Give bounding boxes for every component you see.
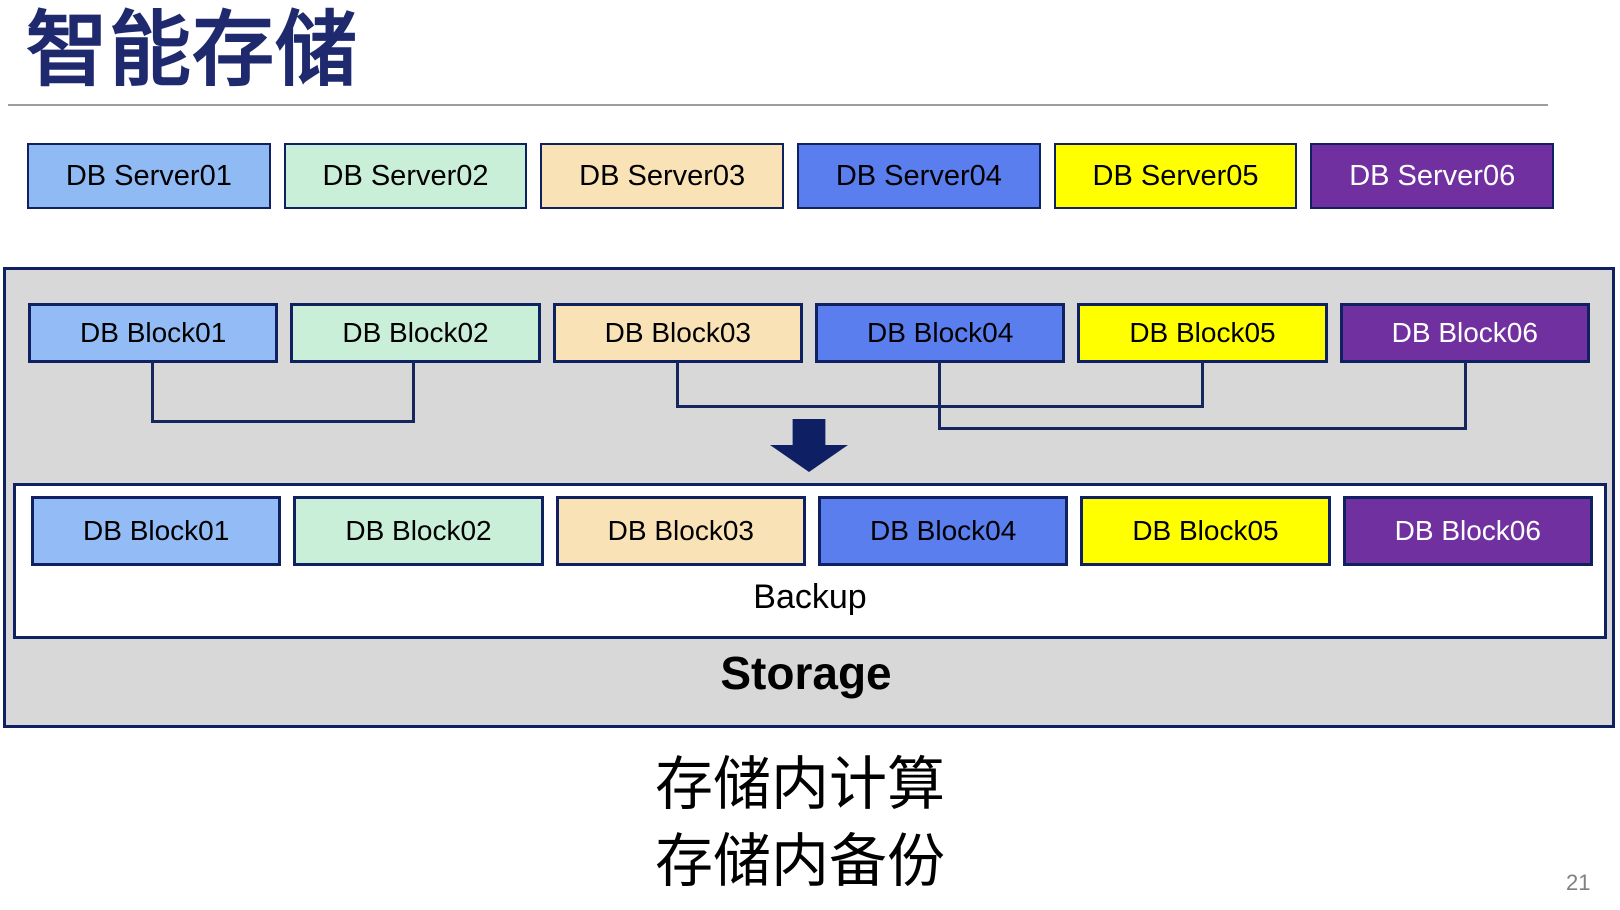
db-server-box: DB Server01 xyxy=(27,143,271,209)
slide-title: 智能存储 xyxy=(26,5,359,96)
caption-text: 存储内计算 存储内备份 xyxy=(655,746,945,900)
server-row: DB Server01 DB Server02 DB Server03 DB S… xyxy=(27,143,1555,209)
db-block-box: DB Block01 xyxy=(28,303,279,363)
backup-label: Backup xyxy=(753,578,867,616)
connector-block01-block02 xyxy=(151,361,415,423)
db-block-box: DB Block02 xyxy=(290,303,541,363)
db-block-box: DB Block04 xyxy=(814,303,1066,363)
db-server-box: DB Server02 xyxy=(283,143,528,209)
backup-box: DB Block01 DB Block02 DB Block03 DB Bloc… xyxy=(13,483,1607,639)
db-block-row-source: DB Block01 DB Block02 DB Block03 DB Bloc… xyxy=(28,303,1590,363)
db-block-box: DB Block01 xyxy=(31,496,282,566)
db-server-box: DB Server05 xyxy=(1053,143,1298,209)
db-block-box: DB Block03 xyxy=(555,496,806,566)
db-block-box: DB Block02 xyxy=(293,496,544,566)
caption-line-2: 存储内备份 xyxy=(655,829,946,894)
title-divider xyxy=(8,104,1548,106)
db-block-box: DB Block06 xyxy=(1342,496,1593,566)
storage-label: Storage xyxy=(720,647,892,699)
db-block-box: DB Block05 xyxy=(1080,496,1331,566)
db-server-box: DB Server03 xyxy=(540,143,785,209)
page-number: 21 xyxy=(1566,870,1591,895)
db-server-box: DB Server06 xyxy=(1310,143,1555,209)
db-block-box: DB Block04 xyxy=(817,496,1069,566)
db-block-box: DB Block06 xyxy=(1339,303,1590,363)
db-block-row-backup: DB Block01 DB Block02 DB Block03 DB Bloc… xyxy=(31,496,1593,566)
db-block-box: DB Block03 xyxy=(552,303,803,363)
db-block-box: DB Block05 xyxy=(1077,303,1328,363)
connector-block04-block06 xyxy=(938,361,1467,430)
db-server-box: DB Server04 xyxy=(797,143,1041,209)
caption-line-1: 存储内计算 xyxy=(655,752,946,817)
